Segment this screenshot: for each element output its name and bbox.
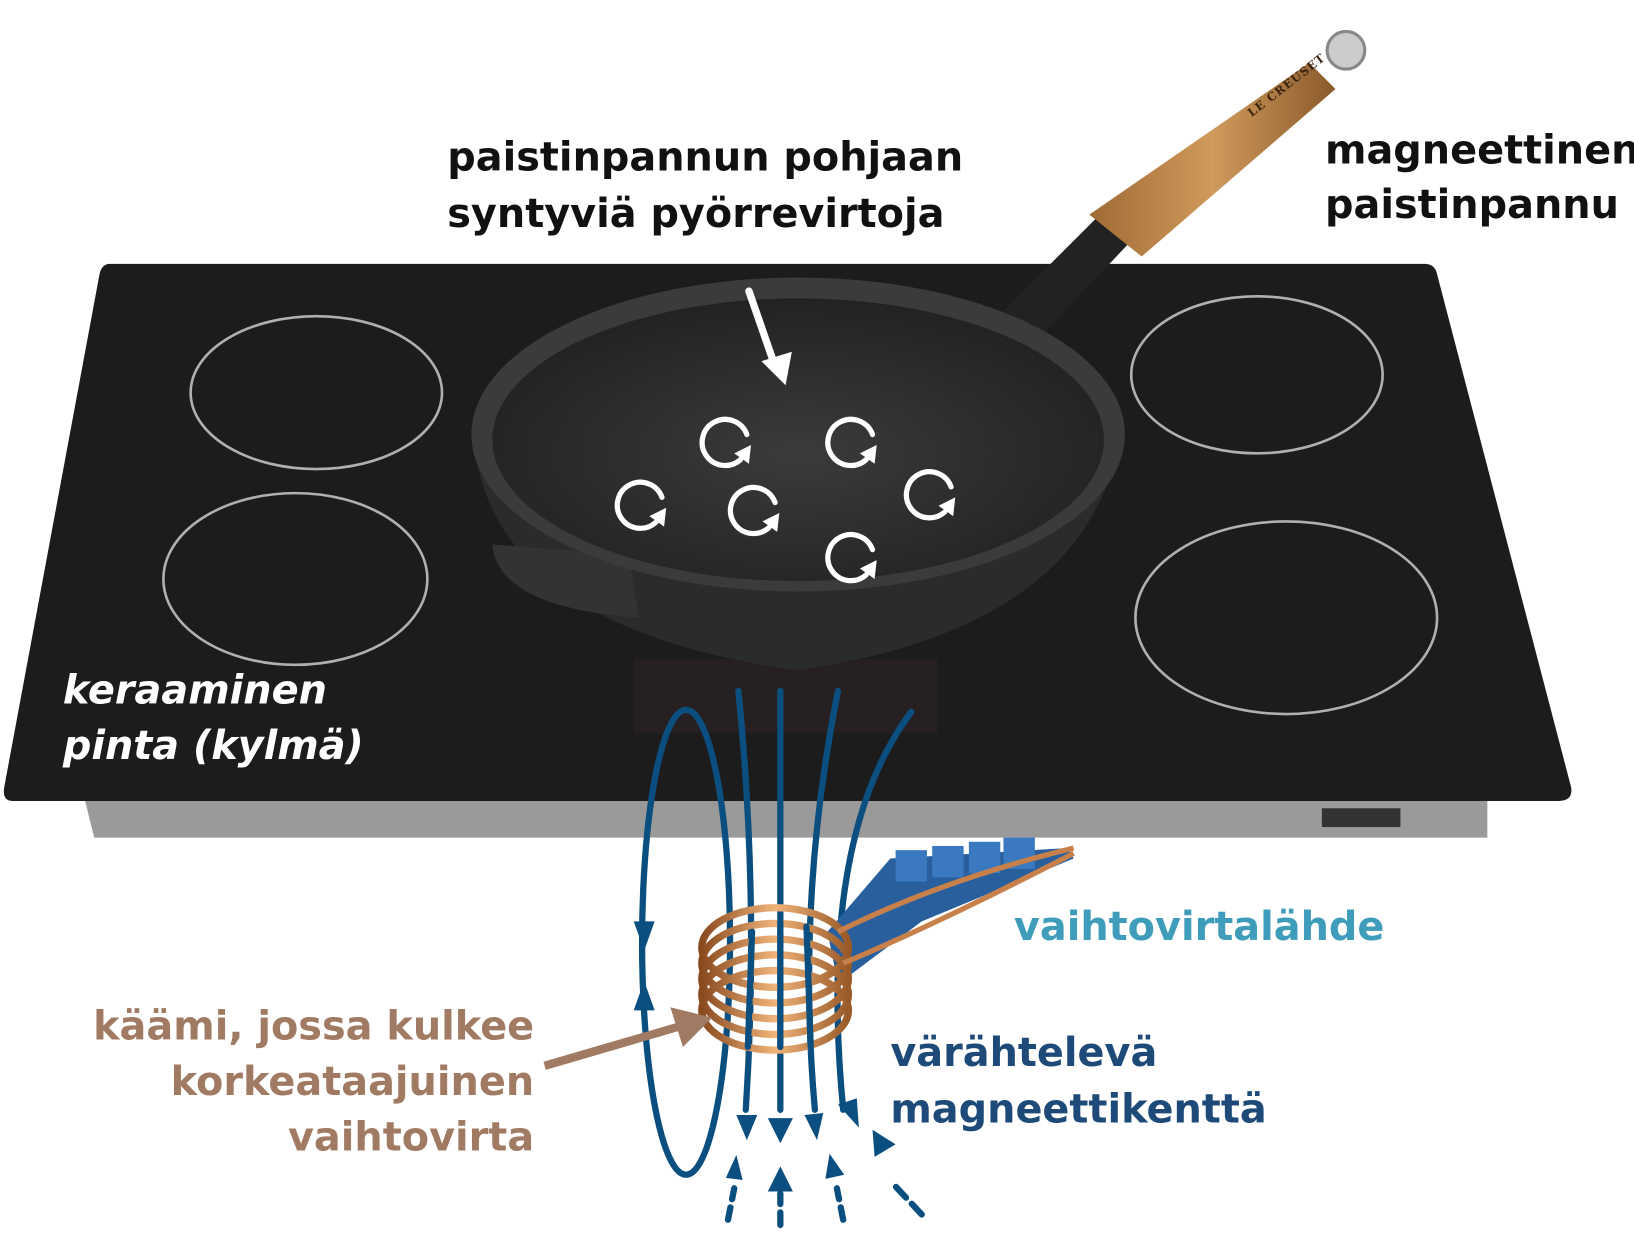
coil-label: käämi, jossa kulkee <box>93 1004 534 1050</box>
control-panel <box>633 659 938 733</box>
field-lines-through-coil <box>744 918 814 1051</box>
handle-ring <box>1325 29 1367 71</box>
power-source-label: vaihtovirtalähde <box>1014 904 1384 950</box>
eddy-currents-label: paistinpannun pohjaan <box>447 135 963 181</box>
burner-ring <box>1129 294 1384 455</box>
magnetic-field-label: värähtelevä <box>890 1030 1157 1076</box>
burner-ring <box>162 491 429 667</box>
magnetic-pan-label: magneettinen <box>1325 127 1634 173</box>
cooktop-base <box>83 795 1488 838</box>
burner-ring <box>189 314 444 471</box>
arrow-head-icon <box>761 351 792 386</box>
magnetic-field-label: magneettikenttä <box>890 1086 1266 1132</box>
arrow-icon <box>745 287 779 371</box>
pan-interior <box>492 298 1104 582</box>
induction-coil <box>698 845 1075 1054</box>
coil-label: korkeataajuinen <box>171 1059 535 1105</box>
coil-label: vaihtovirta <box>288 1115 534 1161</box>
ceramic-surface-label: pinta (kylmä) <box>62 723 364 769</box>
magnetic-pan-label: paistinpannu <box>1325 182 1619 228</box>
burner-ring <box>1134 520 1439 716</box>
control-knob <box>1321 808 1401 828</box>
eddy-currents-label: syntyviä pyörrevirtoja <box>447 191 944 237</box>
frying-pan: LE CREUSET <box>471 29 1367 671</box>
pan-spout <box>492 544 639 618</box>
coil-pointer-arrowhead <box>670 1007 713 1047</box>
wooden-grip <box>1089 62 1336 257</box>
magnetic-field-lines <box>633 687 925 1229</box>
coil-pointer-arrow <box>543 1022 683 1070</box>
ceramic-surface-label: keraaminen <box>63 668 327 714</box>
pan-handle <box>1000 214 1132 336</box>
